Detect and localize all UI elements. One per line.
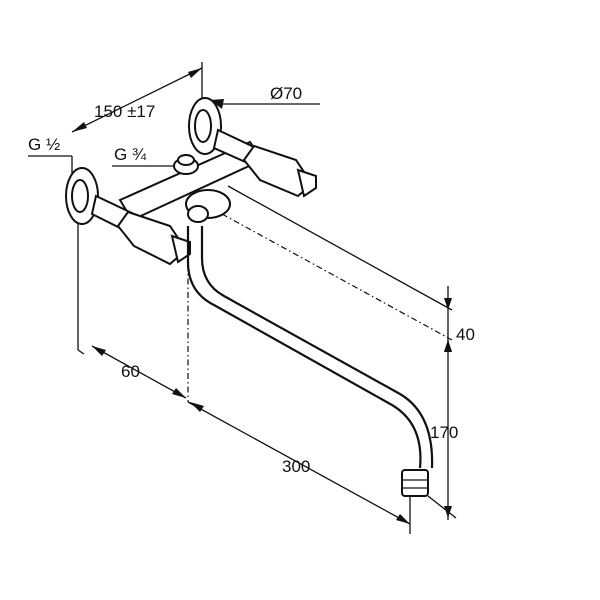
height-170-extension	[427, 495, 457, 519]
height-170-arrow-top	[444, 340, 452, 352]
offset-40-arrow-top	[444, 298, 452, 310]
spout-hub-ring	[187, 205, 209, 223]
left-handle-cap	[170, 234, 191, 264]
left-handle[interactable]	[116, 210, 188, 266]
wall-foot-line	[77, 349, 85, 355]
projection-60-label: 60	[121, 362, 140, 381]
spout-300-arrow-left	[190, 402, 204, 412]
projection-60-arrow-right	[172, 388, 186, 398]
spacing-label: 150 ±17	[94, 102, 155, 121]
aerator	[401, 469, 429, 497]
spacing-arrow-right	[188, 68, 202, 78]
spout-300-line	[187, 401, 411, 525]
spout-300-arrow-right	[396, 514, 410, 524]
spout-outer-edge	[186, 226, 422, 469]
offset-40-label: 40	[456, 325, 475, 344]
right-rosette-inner	[194, 109, 212, 143]
spout-300-label: 300	[282, 457, 310, 476]
top-reference-line	[227, 185, 453, 311]
right-handle-cap	[296, 168, 317, 198]
projection-60-line	[91, 345, 187, 399]
projection-60-arrow-left	[92, 346, 106, 356]
thread-half-label: G ½	[28, 135, 60, 154]
top-inlet-nut-top	[177, 154, 195, 166]
diameter-label: Ø70	[270, 84, 302, 103]
height-170-label: 170	[430, 423, 458, 442]
spacing-arrow-left	[72, 122, 87, 132]
body-centerline	[221, 213, 453, 341]
spacing-dimension-line	[71, 67, 203, 133]
right-handle[interactable]	[242, 144, 314, 198]
thread-three-quarter-label: G ¾	[114, 145, 147, 164]
left-rosette-inner	[71, 179, 89, 213]
spout-inner-edge	[200, 226, 434, 469]
